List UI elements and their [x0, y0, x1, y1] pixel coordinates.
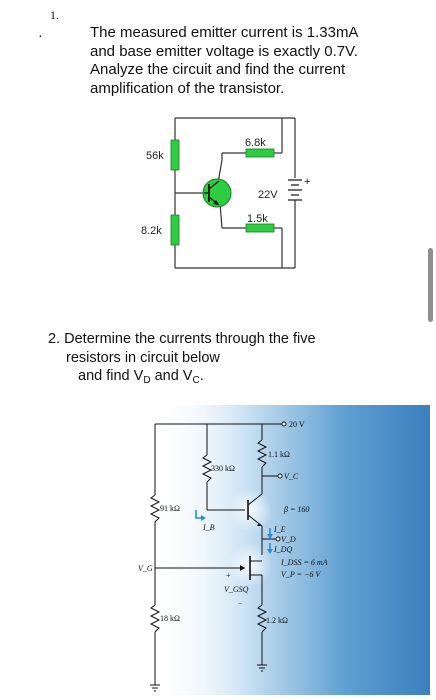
label-idss: I_DSS = 6 mA — [280, 558, 328, 567]
battery-symbol — [288, 179, 302, 201]
subscript-c: C — [192, 375, 200, 386]
resistor-330k — [201, 454, 213, 483]
label-plus: + — [226, 571, 231, 580]
resistor-1-2k — [256, 604, 268, 633]
resistor-1-5k — [245, 223, 275, 233]
label-vgsq: V_GSQ — [224, 585, 249, 594]
bullet-dot: · — [38, 27, 43, 43]
idq-arrow — [267, 549, 273, 554]
question-2-text: 2. Determine the currents through the fi… — [48, 330, 388, 391]
q2-line-3-prefix: and find V — [78, 368, 144, 384]
label-1-1k: 1.1 kΩ — [268, 450, 290, 459]
question-2-number: 2. — [48, 331, 61, 347]
label-ib: I_B — [202, 523, 215, 532]
label-20v: 20 V — [289, 420, 305, 429]
q2-line-2: resistors in circuit below — [66, 349, 220, 366]
vertical-scrollbar-thumb[interactable] — [428, 248, 433, 322]
label-6-8k: 6.8k — [245, 137, 266, 149]
question-1-number: 1. — [50, 8, 59, 22]
battery-plus-sign: + — [304, 176, 310, 188]
resistor-56k — [170, 139, 180, 171]
q2-line-3-suffix: . — [199, 368, 204, 384]
label-vp: V_P = −6 V — [281, 570, 321, 579]
resistor-18k — [149, 604, 161, 633]
label-91k: 91 kΩ — [160, 504, 180, 513]
label-18k: 18 kΩ — [160, 614, 180, 623]
label-ie: I_E — [273, 525, 286, 534]
label-1-2k: 1.2 kΩ — [266, 616, 288, 625]
resistor-1-1k — [256, 439, 268, 468]
q2-line-1: Determine the currents through the five — [64, 331, 316, 347]
q1-line: The measured emitter current is 1.33mA — [90, 24, 359, 41]
label-56k: 56k — [146, 150, 164, 162]
subscript-d: D — [143, 375, 151, 386]
npn-transistor-symbol — [202, 178, 232, 208]
ground-symbol — [150, 684, 160, 692]
label-vg: V_G — [138, 564, 153, 573]
ground-symbol — [257, 664, 267, 672]
label-22v: 22V — [258, 189, 278, 201]
q1-line: and base emitter voltage is exactly 0.7V… — [90, 42, 358, 60]
vdd-terminal — [281, 421, 287, 427]
q2-line-3-mid: and V — [150, 368, 193, 384]
label-8-2k: 8.2k — [141, 225, 162, 237]
vd-terminal — [275, 536, 281, 542]
question-1-text: The measured emitter current is 1.33mA a… — [90, 24, 410, 98]
q1-line: Analyze the circuit and find the current — [90, 61, 346, 78]
label-vd: V_D — [281, 535, 296, 544]
label-330k: 330 kΩ — [211, 464, 235, 473]
label-minus: − — [238, 599, 243, 608]
label-idq: I_DQ — [273, 545, 292, 554]
label-beta: β = 160 — [283, 505, 309, 514]
label-1-5k: 1.5k — [247, 213, 268, 225]
resistor-91k — [149, 494, 161, 523]
figure-background — [150, 405, 430, 695]
q1-line: amplification of the transistor. — [90, 79, 285, 97]
q2-line-3: and find VD and VC. — [48, 367, 388, 391]
resistor-6-8k — [245, 148, 275, 158]
label-vc: V_C — [284, 472, 299, 481]
vc-terminal — [277, 473, 283, 479]
ie-arrow — [267, 534, 273, 539]
resistor-8-2k — [170, 214, 180, 246]
